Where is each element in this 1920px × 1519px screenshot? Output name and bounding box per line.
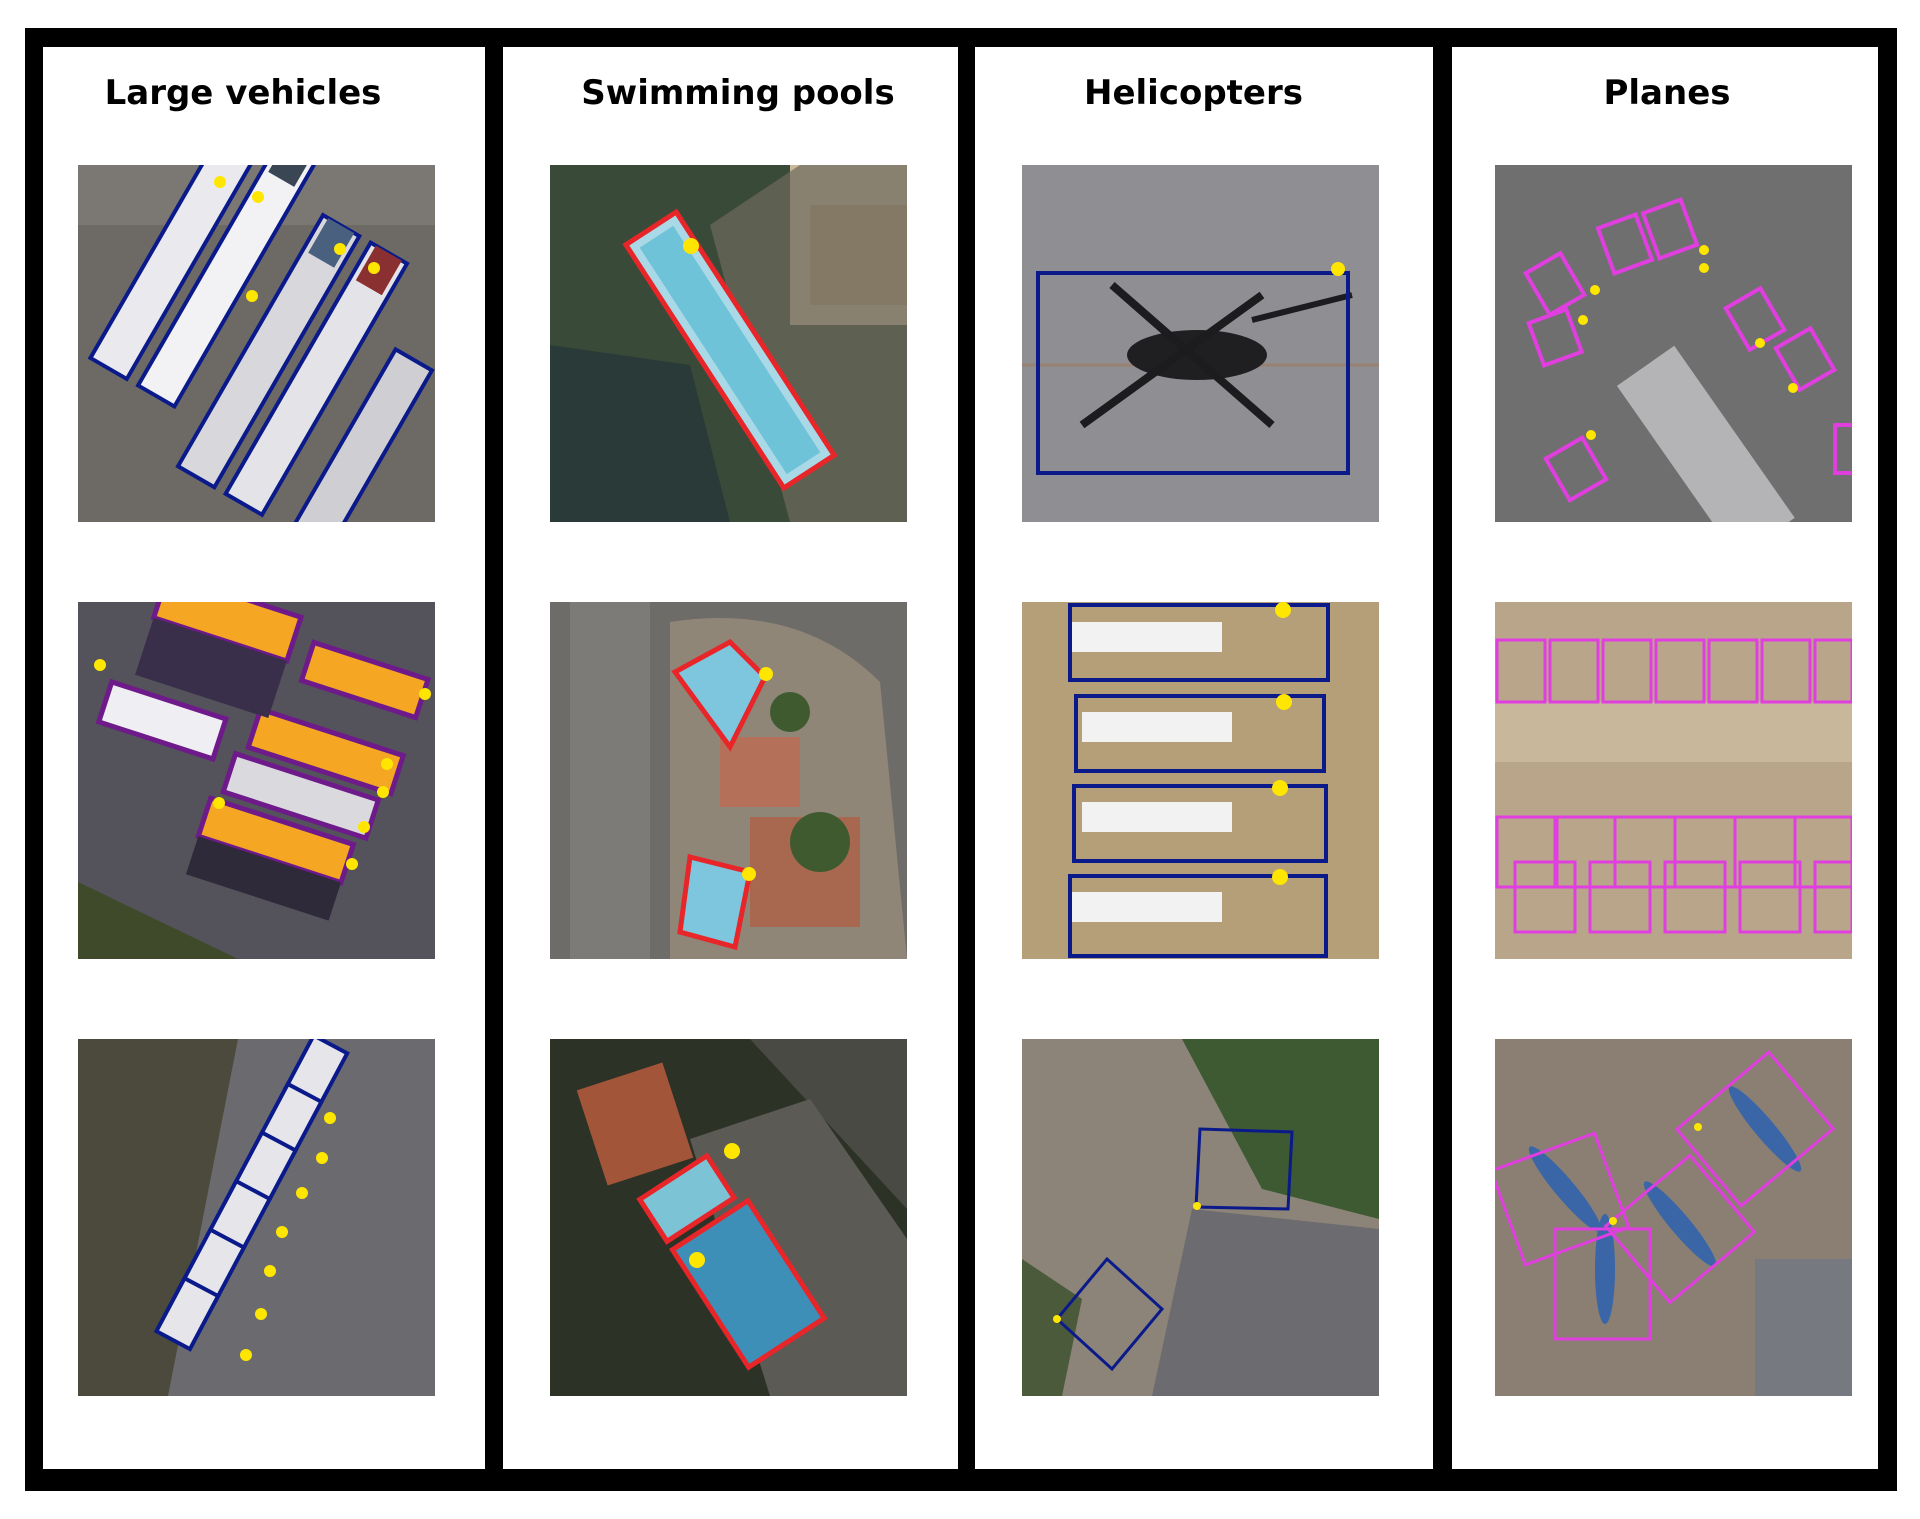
column-title: Planes	[1603, 73, 1731, 113]
column-title: Swimming pools	[581, 73, 895, 113]
swimming-pools-image-2	[550, 602, 907, 959]
column-title: Large vehicles	[104, 73, 382, 113]
column-helicopters: Helicopters	[975, 47, 1433, 1469]
planes-image-3	[1495, 1039, 1852, 1396]
planes-image-2	[1495, 602, 1852, 959]
planes-image-1	[1495, 165, 1852, 522]
column-title: Helicopters	[1084, 73, 1303, 113]
column-planes: Planes	[1452, 47, 1878, 1469]
swimming-pools-image-3	[550, 1039, 907, 1396]
large-vehicles-image-1	[78, 165, 435, 522]
large-vehicles-image-3	[78, 1039, 435, 1396]
swimming-pools-image-1	[550, 165, 907, 522]
column-swimming-pools: Swimming pools	[503, 47, 958, 1469]
column-large-vehicles: Large vehicles	[43, 47, 485, 1469]
helicopters-image-1	[1022, 165, 1379, 522]
helicopters-image-3	[1022, 1039, 1379, 1396]
helicopters-image-2	[1022, 602, 1379, 959]
large-vehicles-image-2	[78, 602, 435, 959]
